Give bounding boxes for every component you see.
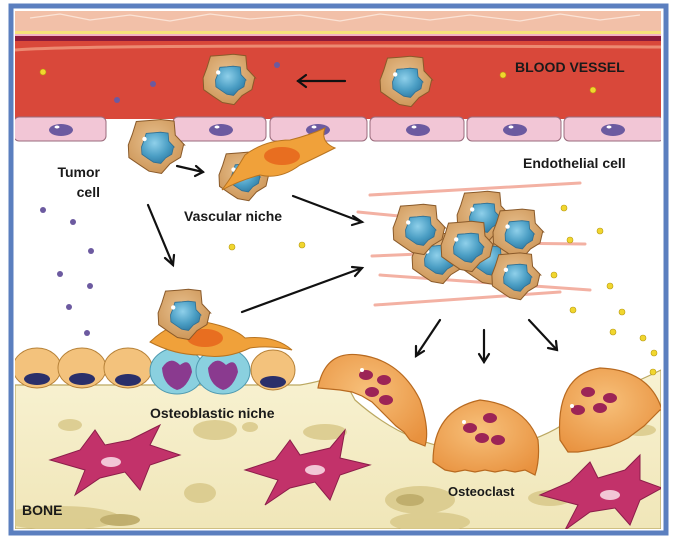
label-osteoclast: Osteoclast bbox=[448, 484, 515, 499]
yellow-factors bbox=[228, 204, 658, 376]
nucleus-highlight bbox=[216, 70, 221, 75]
purple-factors bbox=[40, 207, 94, 336]
nucleus-highlight bbox=[171, 305, 176, 310]
yellow-factor bbox=[39, 68, 47, 76]
osteoblast bbox=[57, 347, 107, 389]
nucleus-highlight bbox=[406, 220, 411, 225]
nucleus-highlight bbox=[503, 267, 509, 272]
tumor-nucleus bbox=[503, 263, 533, 292]
label-endothelial-cell: Endothelial cell bbox=[523, 155, 626, 171]
tumor-nucleus bbox=[453, 232, 485, 263]
vessel-pink-layer bbox=[15, 34, 661, 36]
bone-lacunae bbox=[15, 419, 656, 529]
arrows bbox=[146, 73, 559, 365]
endothelial-cell bbox=[369, 116, 465, 142]
tumor-cell bbox=[492, 208, 545, 259]
arrow-osteoblastic-to-mass bbox=[240, 265, 365, 314]
label-blood-vessel: BLOOD VESSEL bbox=[515, 59, 625, 75]
osteoblast bbox=[250, 349, 296, 391]
osteocyte bbox=[48, 423, 182, 497]
osteoclast bbox=[558, 367, 661, 453]
blood-factors bbox=[39, 62, 597, 103]
endothelial-layer bbox=[15, 116, 661, 142]
tumor-nucleus bbox=[405, 215, 437, 246]
arrow-to-osteoclast-left bbox=[414, 318, 442, 358]
tumor-cell bbox=[440, 220, 495, 273]
nucleus-highlight bbox=[393, 72, 398, 77]
purple-factor bbox=[150, 81, 156, 87]
endothelial-cell bbox=[563, 116, 661, 142]
endothelial-cell bbox=[172, 116, 267, 142]
arrow-to-vascular-niche bbox=[175, 164, 205, 178]
tumor-cell bbox=[491, 252, 542, 301]
tumor-cell bbox=[392, 203, 447, 256]
osteoclast bbox=[317, 353, 428, 447]
nucleus-highlight bbox=[454, 237, 459, 242]
arrow-vascular-to-mass bbox=[291, 194, 365, 227]
tumor-cell bbox=[379, 55, 434, 108]
osteocyte bbox=[538, 453, 661, 529]
arrow-to-osteoclast-right bbox=[527, 318, 559, 352]
blood-vessel bbox=[15, 11, 661, 119]
endothelial-cell bbox=[466, 116, 562, 142]
arrow-migration-in-vessel bbox=[296, 73, 347, 89]
tumor-nucleus bbox=[141, 131, 176, 164]
label-tumor-cell-1: Tumor bbox=[57, 164, 100, 180]
tumor-nucleus bbox=[392, 67, 424, 98]
tumor-nucleus bbox=[504, 220, 536, 250]
osteocyte bbox=[243, 428, 372, 506]
osteoblast bbox=[15, 347, 62, 389]
osteoclast bbox=[432, 399, 540, 476]
yellow-factor bbox=[499, 71, 507, 79]
hematopoietic-cell bbox=[149, 347, 205, 395]
vascular-stromal-cell bbox=[221, 127, 337, 191]
nucleus-highlight bbox=[505, 224, 510, 229]
yellow-factor bbox=[589, 86, 597, 94]
arrow-to-osteoclast-middle bbox=[477, 328, 491, 365]
hematopoietic-cell bbox=[195, 347, 251, 395]
nucleus-highlight bbox=[231, 167, 236, 172]
osteoblast bbox=[103, 347, 153, 389]
vessel-wall bbox=[15, 36, 661, 41]
vessel-texture bbox=[29, 13, 641, 22]
arrow-to-osteoblastic-niche bbox=[146, 203, 176, 268]
tumor-cell bbox=[202, 53, 257, 106]
osteoblast-layer bbox=[15, 320, 296, 395]
tumor-cell bbox=[157, 288, 212, 341]
tumor-cell bbox=[127, 118, 186, 175]
tumor-nucleus bbox=[170, 300, 202, 331]
purple-factor bbox=[114, 97, 120, 103]
label-tumor-cell-2: cell bbox=[77, 184, 100, 200]
endothelial-cell bbox=[15, 116, 107, 142]
vessel-highlight bbox=[15, 44, 661, 52]
nucleus-highlight bbox=[470, 207, 475, 212]
nucleus-highlight bbox=[142, 136, 147, 142]
label-vascular-niche: Vascular niche bbox=[184, 208, 282, 224]
label-bone: BONE bbox=[22, 502, 62, 518]
tumor-nucleus bbox=[215, 65, 247, 96]
vessel-yellow-layer bbox=[15, 31, 661, 34]
label-osteoblastic-niche: Osteoblastic niche bbox=[150, 405, 275, 421]
purple-factor bbox=[274, 62, 280, 68]
